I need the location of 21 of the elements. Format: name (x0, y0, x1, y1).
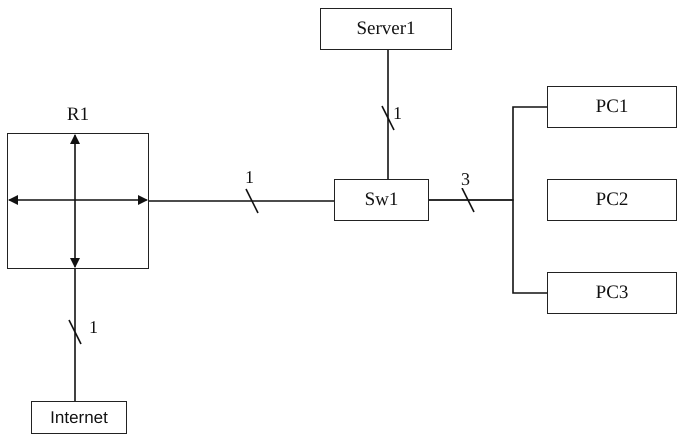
link-line (149, 200, 334, 202)
internet-box (31, 401, 127, 434)
edge-label: 1 (88, 318, 99, 336)
pc-box (547, 86, 677, 128)
switch-box (334, 179, 429, 221)
device-label: PC1 (596, 96, 628, 118)
edge-label: 1 (244, 168, 255, 186)
link-line (429, 199, 547, 294)
pc-box (547, 272, 677, 314)
link-line (387, 50, 389, 179)
device-label: PC2 (596, 189, 628, 211)
device-label: R1 (66, 104, 90, 125)
edge-label: 3 (460, 170, 471, 188)
link-line (74, 269, 76, 401)
edge-label: 1 (392, 104, 403, 122)
device-label: Server1 (356, 18, 416, 40)
pc-box (547, 179, 677, 221)
device-label: PC3 (596, 282, 628, 304)
device-label: Internet (50, 408, 108, 428)
server-box (320, 8, 452, 50)
device-label: Sw1 (364, 189, 398, 211)
